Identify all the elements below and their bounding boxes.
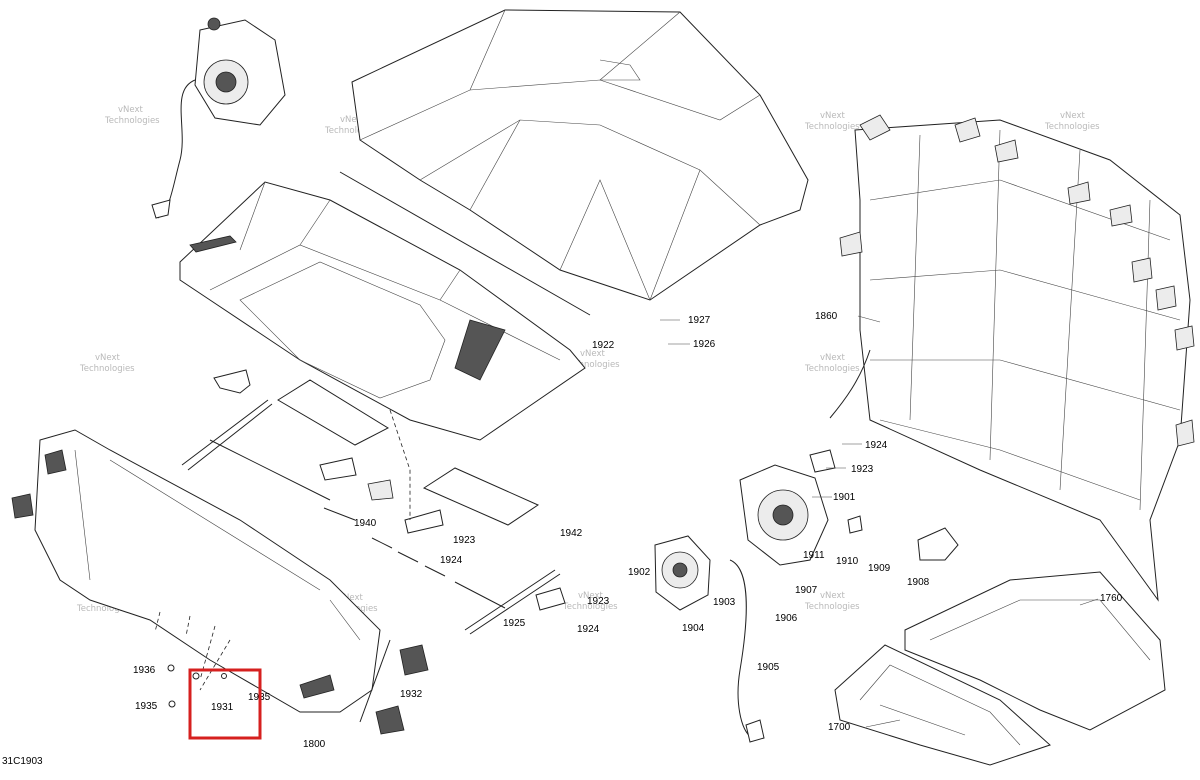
part-label-1924: 1924: [440, 555, 463, 566]
svg-text:Technologies: Technologies: [79, 364, 135, 374]
svg-text:Technologies: Technologies: [104, 116, 160, 126]
fasteners-1931: [167, 664, 227, 708]
svg-text:Technologies: Technologies: [564, 360, 620, 370]
svg-text:vNext: vNext: [338, 593, 363, 603]
part-label-1932: 1932: [400, 689, 423, 700]
part-label-1923: 1923: [851, 464, 874, 475]
part-label-1906: 1906: [775, 613, 798, 624]
part-label-1911: 1911: [803, 550, 825, 561]
part-label-1908: 1908: [907, 577, 930, 588]
svg-text:Technologies: Technologies: [804, 122, 860, 132]
svg-text:vNext: vNext: [578, 591, 603, 601]
part-label-1940: 1940: [354, 518, 377, 529]
svg-text:vNext: vNext: [820, 591, 845, 601]
mid-left-hardware: [181, 369, 566, 635]
part-label-1922: 1922: [592, 340, 615, 351]
svg-text:Technologies: Technologies: [76, 604, 132, 614]
part-label-1924: 1924: [865, 440, 888, 451]
part-label-1926: 1926: [693, 339, 716, 350]
svg-text:Technologies: Technologies: [804, 364, 860, 374]
roof-panel: [339, 9, 809, 316]
part-label-1760: 1760: [1100, 593, 1123, 604]
part-label-1923: 1923: [587, 596, 610, 607]
part-labels: 1922 1927 1926 1860 1924 1923 1901 1911 …: [133, 311, 1123, 750]
storage-tray: [179, 181, 586, 441]
part-label-1931: 1931: [211, 702, 234, 713]
svg-text:vNext: vNext: [820, 353, 845, 363]
svg-text:Technologies: Technologies: [804, 602, 860, 612]
part-label-1927: 1927: [688, 315, 711, 326]
svg-text:Technologies: Technologies: [562, 602, 618, 612]
svg-text:vNext: vNext: [95, 353, 120, 363]
speaker-right: [739, 449, 959, 566]
part-label-1942: 1942: [560, 528, 583, 539]
part-label-1904: 1904: [682, 623, 705, 634]
part-label-1907: 1907: [795, 585, 818, 596]
svg-text:vNext: vNext: [340, 115, 365, 125]
part-label-1924: 1924: [577, 624, 600, 635]
part-label-1860: 1860: [815, 311, 838, 322]
part-label-1925: 1925: [503, 618, 526, 629]
svg-text:vNext: vNext: [118, 105, 143, 115]
svg-text:vNext: vNext: [820, 111, 845, 121]
diagram-code: 31C1903: [2, 756, 43, 767]
part-label-1700: 1700: [828, 722, 851, 733]
part-label-1935: 1935: [135, 701, 158, 712]
part-label-1909: 1909: [868, 563, 891, 574]
speaker-center: [654, 535, 765, 743]
svg-text:vNext: vNext: [1060, 111, 1085, 121]
part-label-1905: 1905: [757, 662, 780, 673]
speaker-top-left: [151, 17, 286, 219]
part-label-1923: 1923: [453, 535, 476, 546]
svg-text:Technologies: Technologies: [324, 126, 380, 136]
part-label-1910: 1910: [836, 556, 859, 567]
svg-text:Technologies: Technologies: [1044, 122, 1100, 132]
bumpers: [359, 639, 429, 735]
part-label-1901: 1901: [833, 492, 856, 503]
lower-right-trays: [834, 571, 1166, 766]
side-panel: [11, 429, 381, 713]
highlight-box: [188, 668, 262, 740]
svg-text:vNext: vNext: [580, 349, 605, 359]
part-label-1903: 1903: [713, 597, 736, 608]
part-label-1936: 1936: [133, 665, 156, 676]
part-label-1800: 1800: [303, 739, 326, 750]
callout-leaders: [660, 315, 1099, 728]
rear-net: [829, 114, 1195, 602]
part-label-1902: 1902: [628, 567, 651, 578]
